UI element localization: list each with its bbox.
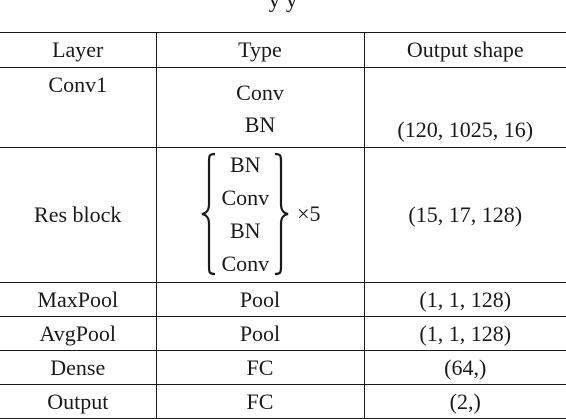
output-shape: (2,) bbox=[363, 384, 566, 419]
left-brace-icon bbox=[202, 152, 216, 276]
header-output-shape: Output shape bbox=[363, 32, 566, 68]
layer-name: AvgPool bbox=[0, 316, 157, 351]
table-row: Output FC (2,) bbox=[0, 384, 566, 419]
header-row: Layer Type Output shape bbox=[0, 32, 566, 68]
type-item: Conv bbox=[221, 185, 270, 210]
output-shape: (64,) bbox=[363, 350, 566, 385]
header-layer: Layer bbox=[0, 32, 157, 68]
right-brace-icon bbox=[275, 152, 289, 276]
output-shape: (1, 1, 128) bbox=[363, 282, 566, 317]
output-shape: (15, 17, 128) bbox=[408, 202, 523, 227]
shape-cell: (15, 17, 128) bbox=[363, 147, 566, 283]
type-item: Conv bbox=[221, 251, 270, 276]
type-cell: BN Conv BN Conv ×5 bbox=[155, 147, 364, 283]
table-row: Conv1 Conv BN (120, 1025, 16) bbox=[0, 67, 566, 148]
type-cell: Conv BN bbox=[155, 67, 364, 148]
layer-name: MaxPool bbox=[0, 282, 157, 317]
shape-cell: (120, 1025, 16) bbox=[363, 67, 566, 148]
type-item: Pool bbox=[155, 282, 364, 317]
type-item: FC bbox=[155, 350, 364, 385]
type-item: FC bbox=[155, 384, 364, 419]
repeat-count: ×5 bbox=[297, 201, 321, 226]
type-item: Pool bbox=[155, 316, 364, 351]
layer-cell: Conv1 bbox=[0, 67, 157, 148]
architecture-table: Layer Type Output shape Conv1 Conv BN (1… bbox=[0, 32, 566, 419]
res-block-layers: BN Conv BN Conv bbox=[221, 148, 269, 280]
layer-name: Output bbox=[0, 384, 157, 419]
layer-cell: Res block bbox=[0, 147, 157, 283]
table-row: MaxPool Pool (1, 1, 128) bbox=[0, 282, 566, 317]
table-row: AvgPool Pool (1, 1, 128) bbox=[0, 316, 566, 351]
layer-name: Res block bbox=[34, 202, 122, 227]
output-shape: (1, 1, 128) bbox=[363, 316, 566, 351]
caption-fragment: y y bbox=[0, 0, 566, 13]
table-row: Res block BN Conv BN Conv × bbox=[0, 147, 566, 283]
layer-name: Conv1 bbox=[48, 72, 108, 97]
type-item: BN bbox=[230, 218, 261, 243]
layer-name: Dense bbox=[0, 350, 157, 385]
table-row: Dense FC (64,) bbox=[0, 350, 566, 385]
type-item: Conv bbox=[236, 79, 284, 105]
type-item: BN bbox=[244, 111, 276, 137]
type-item: BN bbox=[230, 152, 261, 177]
type-stack: Conv BN bbox=[157, 75, 364, 141]
output-shape: (120, 1025, 16) bbox=[397, 117, 534, 142]
header-type: Type bbox=[155, 32, 364, 68]
res-block-group: BN Conv BN Conv ×5 bbox=[199, 148, 321, 280]
